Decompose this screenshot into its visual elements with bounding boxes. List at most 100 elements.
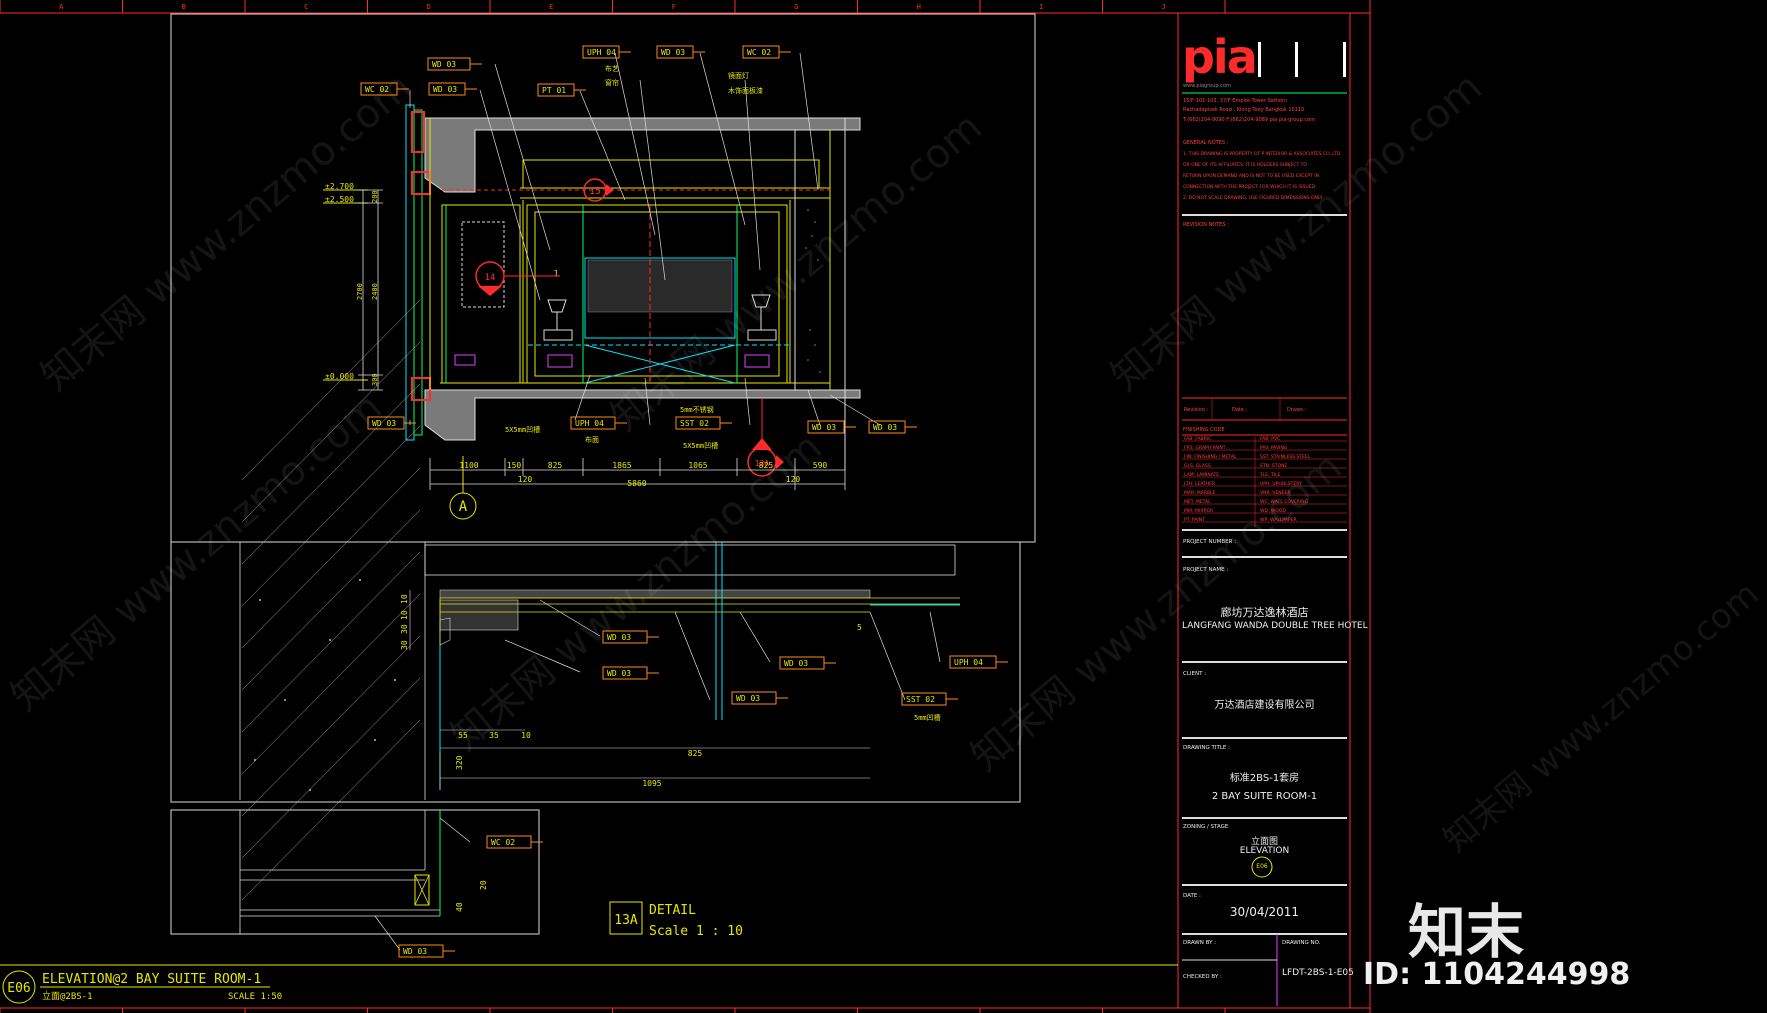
svg-text:UPH 04: UPH 04 — [954, 658, 983, 667]
detail-vdim-40: 40 — [455, 902, 464, 912]
detail-tag-3: WD 03 — [779, 656, 836, 670]
svg-text:WD 03: WD 03 — [873, 423, 897, 432]
dim-150: 150 — [507, 461, 522, 470]
zoning-label: ZONING / STAGE — [1183, 824, 1229, 830]
checked-by-label: CHECKED BY : — [1183, 974, 1222, 980]
date-label: DATE : — [1183, 893, 1201, 899]
fin-right-item: PAV: PAVING — [1260, 446, 1288, 451]
detail-tag-4: UPH 04 — [949, 655, 1008, 669]
detail-label: DETAIL — [649, 903, 696, 918]
vdim-200: 200 — [371, 190, 379, 203]
fin-right-item: WD: WOOD — [1260, 509, 1286, 514]
gen-notes-item: 2. DO NOT SCALE DRAWING. USE FIGURED DIM… — [1183, 196, 1323, 201]
logo-website: www.piagroup.com — [1183, 83, 1231, 89]
project-name-en: LANGFANG WANDA DOUBLE TREE HOTEL — [1182, 621, 1368, 631]
svg-text:WD 03: WD 03 — [661, 48, 685, 57]
svg-text:SST 02: SST 02 — [906, 695, 935, 704]
detail-dim-10: 10 — [521, 731, 531, 740]
elev-tag-bottom-4: WD 03 — [868, 420, 917, 434]
elev-tag-top-0: UPH 04 — [582, 45, 631, 59]
svg-text:WD 03: WD 03 — [812, 423, 836, 432]
fin-left-item: PT: PAINT — [1184, 518, 1205, 523]
fin-right-item: TLE: TILE — [1260, 473, 1281, 478]
drawing-title-label: DRAWING TITLE : — [1183, 745, 1230, 751]
detail-scale: Scale 1 : 10 — [649, 924, 743, 939]
elevation-drawing: 15 14 1 13A A ±2.700 ±2.500 ±0.000 — [323, 45, 917, 520]
detail-dim-55: 55 — [458, 731, 468, 740]
fin-left-item: MET: METAL — [1184, 500, 1211, 505]
fin-right-item: SST: STAINLESS STEEL — [1260, 455, 1311, 460]
brand-mark: 知末 — [1408, 898, 1525, 966]
detail-tag-6: WC 02 — [486, 835, 543, 849]
detail-vdim-4: 30 — [400, 640, 409, 650]
fin-left-item: FRS: GRAPH PAINT — [1184, 446, 1226, 451]
detail-vdim-20: 20 — [479, 880, 488, 890]
grid-label-g: G — [794, 3, 798, 11]
detail-badge: 13A — [614, 913, 638, 928]
svg-text:WD 03: WD 03 — [432, 60, 456, 69]
fin-right-item: WC: WALL COVERING — [1260, 500, 1309, 505]
dim-1100: 1100 — [459, 461, 478, 470]
address-line-1: 15/F-101-103, 37/F Empire Tower Sathorn — [1183, 98, 1288, 104]
fin-right-item: STN: STONE — [1260, 464, 1288, 469]
detail-vdim-3: 30 — [400, 624, 409, 634]
sheet-footer: E06 ELEVATION@2 BAY SUITE ROOM-1 立面@2BS-… — [0, 964, 1178, 1004]
vdim-2700: 2700 — [356, 283, 364, 300]
footer-scale: SCALE 1:50 — [228, 992, 282, 1002]
section-mark-14: 14 — [485, 273, 496, 283]
detail-note-5: 5 — [857, 623, 862, 632]
dim-120b: 120 — [786, 475, 801, 484]
fin-left-item: LTH: LEATHER — [1184, 482, 1216, 487]
level-0000: ±0.000 — [325, 372, 354, 381]
gen-notes-item: OR ONE OF ITS AFFILIATES. IT IS HOLDERS … — [1183, 163, 1307, 168]
svg-text:SST 02: SST 02 — [680, 419, 709, 428]
project-number-label: PROJECT NUMBER : — [1183, 539, 1237, 545]
detail-tag-2: WD 03 — [731, 691, 788, 705]
fin-left-item: GLS: GLASS — [1184, 464, 1211, 469]
grid-column-ticks — [0, 0, 1226, 1013]
project-name-cn: 廊坊万达逸林酒店 — [1220, 606, 1309, 619]
svg-text:WC 02: WC 02 — [491, 838, 515, 847]
fin-right-item: VNR: VENEER — [1260, 491, 1291, 496]
grid-label-b: B — [182, 3, 186, 11]
elev-tag-top-5: WD 03 — [428, 82, 477, 96]
client-label: CLIENT : — [1183, 671, 1207, 677]
drawing-title-cn: 标准2BS-1套房 — [1229, 773, 1300, 784]
svg-text:WC 02: WC 02 — [747, 48, 771, 57]
detail-vdim-2: 10 — [400, 610, 409, 620]
svg-text:UPH 04: UPH 04 — [575, 419, 604, 428]
date-label-small: Date : — [1232, 407, 1248, 413]
gen-notes-item: 1. THIS DRAWING IS PROPERTY OF P INTERIO… — [1183, 152, 1341, 157]
footer-title: ELEVATION@2 BAY SUITE ROOM-1 — [42, 972, 261, 987]
svg-text:WD 03: WD 03 — [784, 659, 808, 668]
fin-left-item: MAR: MARBLE — [1184, 491, 1216, 496]
grid-label-f: F — [672, 3, 676, 11]
gen-notes-item: RETURN UPON DEMAND AND IS NOT TO BE USED… — [1183, 174, 1319, 179]
elev-note-top-0: 布艺 — [605, 64, 619, 73]
level-2700: ±2.700 — [325, 182, 354, 191]
elev-note-bottom-0: 5X5mm凹槽 — [505, 425, 540, 434]
svg-text:WD 03: WD 03 — [607, 633, 631, 642]
drawing-title-en: 2 BAY SUITE ROOM-1 — [1211, 791, 1318, 802]
address-line-2: Rachadapisek Road , Klong Toey Bangkok 1… — [1183, 107, 1305, 113]
zoning-code: E06 — [1256, 863, 1268, 870]
logo-bars — [1258, 42, 1346, 77]
title-block-lines — [1182, 397, 1347, 436]
footer-subtitle: 立面@2BS-1 — [42, 990, 93, 1002]
gen-notes-item: CONNECTION WITH THE PROJECT FOR WHICH IT… — [1183, 185, 1316, 190]
fin-left-item: FAB: FABRIC — [1184, 437, 1212, 442]
detail-vdim-320: 320 — [455, 755, 464, 770]
fin-right-item: UPH: UPHOLSTERY — [1260, 482, 1302, 487]
svg-text:WD 03: WD 03 — [433, 85, 457, 94]
viewport-frames — [170, 13, 1036, 935]
dim-590: 590 — [813, 461, 828, 470]
dim-825a: 825 — [548, 461, 563, 470]
detail-tag-1: WD 03 — [602, 666, 659, 680]
elev-tag-top-3: WD 03 — [427, 57, 482, 71]
dim-1065: 1065 — [688, 461, 707, 470]
dim-120a: 120 — [518, 475, 533, 484]
revision-notes-label: REVISION NOTES : — [1183, 222, 1229, 228]
elev-tag-top-4: WC 02 — [360, 82, 409, 96]
